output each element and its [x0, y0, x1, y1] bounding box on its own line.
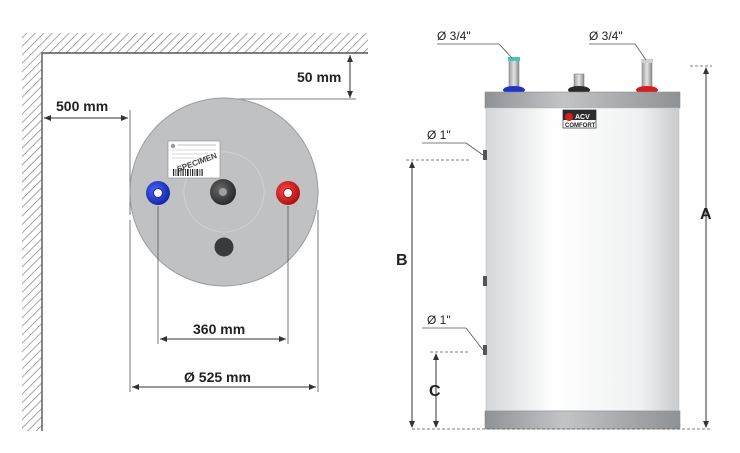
dimension-a-label: A — [700, 206, 712, 223]
brand-badge: ACV COMFORT — [562, 109, 597, 129]
hot-water-nipple — [636, 59, 658, 94]
hot-water-connection-top — [276, 181, 300, 205]
product-label: SPECIMEN — [167, 140, 221, 179]
dimension-a: A — [412, 65, 712, 430]
product-name: COMFORT — [565, 123, 596, 129]
top-clearance-label: 50 mm — [297, 69, 341, 85]
tank-diameter-label: Ø 525 mm — [184, 369, 251, 385]
dimension-c-label: C — [429, 383, 441, 400]
connection-spacing-label: 360 mm — [193, 321, 245, 337]
brand-name: ACV — [575, 114, 590, 121]
dimension-b-label: B — [396, 252, 408, 269]
top-left-connection-label: Ø 3/4" — [437, 29, 471, 43]
tank-diameter-dimension: Ø 525 mm — [129, 210, 319, 392]
side-clearance-label: 500 mm — [56, 98, 108, 114]
cold-water-nipple — [503, 57, 525, 94]
connection-spacing-dimension: 360 mm — [157, 206, 289, 344]
drain-plug — [214, 237, 234, 257]
dimension-b: B — [396, 159, 470, 428]
center-nipple — [568, 73, 590, 94]
side-upper-connection-label: Ø 1" — [427, 128, 451, 142]
side-lower-connection-label: Ø 1" — [427, 313, 451, 327]
center-connection-top — [210, 179, 236, 205]
top-clearance-dimension: 50 mm — [226, 55, 356, 100]
dimension-c: C — [429, 351, 470, 428]
cold-water-connection-top — [146, 181, 170, 205]
flame-icon — [565, 113, 573, 121]
barcode — [173, 169, 203, 176]
tank-side-view — [483, 91, 681, 430]
wall-corner — [22, 33, 368, 431]
side-clearance-dimension: 500 mm — [44, 98, 131, 215]
top-right-connection-label: Ø 3/4" — [589, 29, 623, 43]
